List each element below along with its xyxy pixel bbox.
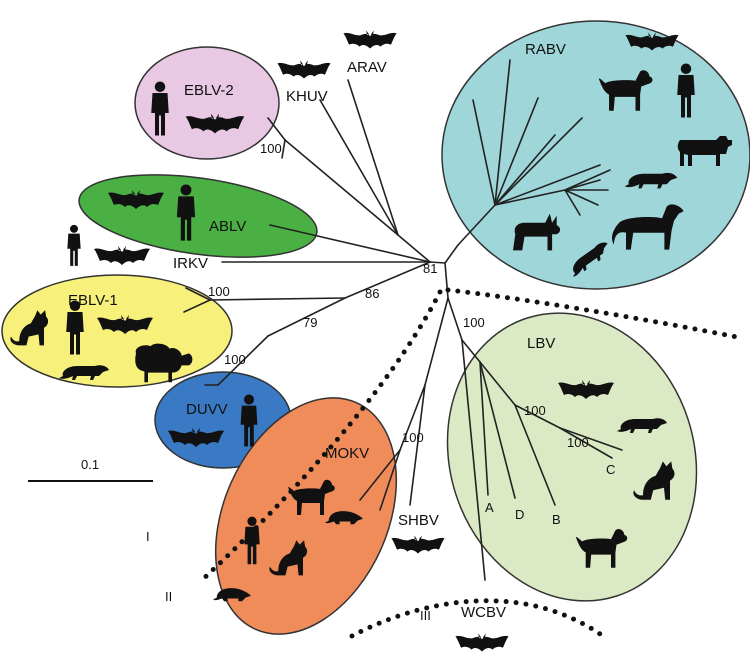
bootstrap-value: 100	[208, 284, 230, 299]
bootstrap-value: 86	[365, 286, 379, 301]
clade-label-rabv: RABV	[525, 41, 566, 58]
bat-icon	[343, 30, 397, 49]
lineage-label-d: D	[515, 507, 524, 522]
bootstrap-value: 100	[463, 315, 485, 330]
bat-icon	[94, 246, 150, 265]
mokv-clade-region	[214, 397, 398, 635]
bootstrap-value: 100	[224, 352, 246, 367]
scale-bar-label: 0.1	[81, 457, 99, 472]
bat-icon	[391, 535, 445, 554]
bat-icon	[277, 60, 331, 79]
lineage-label-b: B	[552, 512, 561, 527]
clade-label-lbv: LBV	[527, 335, 555, 352]
eblv2-clade-region	[134, 46, 280, 160]
bootstrap-value: 81	[423, 261, 437, 276]
bootstrap-value: 100	[567, 435, 589, 450]
phylogroup-separators	[197, 287, 745, 639]
clade-label-shbv: SHBV	[398, 512, 439, 529]
lineage-label-c: C	[606, 462, 615, 477]
phylogroup-label-i: I	[146, 529, 150, 544]
clade-label-eblv2: EBLV-2	[184, 82, 234, 99]
bootstrap-value: 100	[260, 141, 282, 156]
lbv-clade-region	[446, 312, 698, 602]
tree-branches	[183, 59, 623, 581]
bootstrap-value: 100	[524, 403, 546, 418]
clade-label-wcbv: WCBV	[461, 604, 506, 621]
phylogroup-label-ii: II	[165, 589, 172, 604]
scale-bar: 0.1	[28, 457, 153, 482]
clade-label-irkv: IRKV	[173, 255, 208, 272]
lineage-label-a: A	[485, 500, 494, 515]
clade-label-mokv: MOKV	[325, 445, 369, 462]
bat-icon	[455, 633, 509, 652]
clade-label-ablv: ABLV	[209, 218, 246, 235]
bootstrap-value: 100	[402, 430, 424, 445]
clade-label-khuv: KHUV	[286, 88, 328, 105]
bootstrap-value: 79	[303, 315, 317, 330]
clade-label-arav: ARAV	[347, 59, 387, 76]
phylogroup-label-iii: III	[420, 608, 431, 623]
clade-label-eblv1: EBLV-1	[68, 292, 118, 309]
human-icon	[67, 224, 81, 266]
clade-label-duvv: DUVV	[186, 401, 228, 418]
